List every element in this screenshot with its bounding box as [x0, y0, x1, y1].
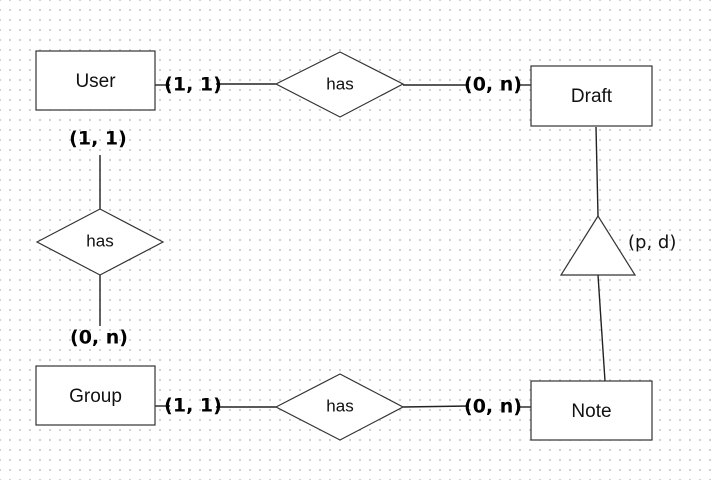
- cardinality-user-group-user: (1, 1): [69, 128, 127, 150]
- cardinality-user-draft-draft: (0, n): [464, 74, 522, 96]
- relationship-user-group-label: has: [86, 231, 113, 250]
- entity-user[interactable]: User: [35, 50, 156, 111]
- relationship-group-note[interactable]: has: [274, 373, 405, 441]
- cardinality-group-note-note: (0, n): [464, 396, 522, 418]
- entity-user-label: User: [75, 71, 116, 92]
- relationship-user-draft-label: has: [326, 74, 353, 93]
- relationship-user-draft[interactable]: has: [274, 51, 405, 118]
- entity-group[interactable]: Group: [35, 365, 156, 426]
- relationship-group-note-label: has: [326, 396, 353, 415]
- entity-draft-label: Draft: [571, 86, 613, 107]
- edge-specialization-note: [597, 274, 606, 382]
- entity-draft[interactable]: Draft: [530, 65, 653, 127]
- specialization-constraint-label: (p, d): [628, 232, 676, 253]
- entity-note-label: Note: [571, 401, 611, 422]
- entity-note[interactable]: Note: [530, 380, 653, 441]
- edge-has-bottom-card: [402, 405, 470, 408]
- cardinality-user-draft-user: (1, 1): [164, 74, 222, 96]
- cardinality-group-note-group: (1, 1): [164, 395, 222, 417]
- entity-group-label: Group: [69, 386, 122, 407]
- edge-draft-specialization: [595, 126, 599, 217]
- relationship-user-group[interactable]: has: [35, 208, 165, 276]
- specialization-triangle[interactable]: [559, 214, 637, 276]
- cardinality-user-group-group: (0, n): [70, 327, 128, 349]
